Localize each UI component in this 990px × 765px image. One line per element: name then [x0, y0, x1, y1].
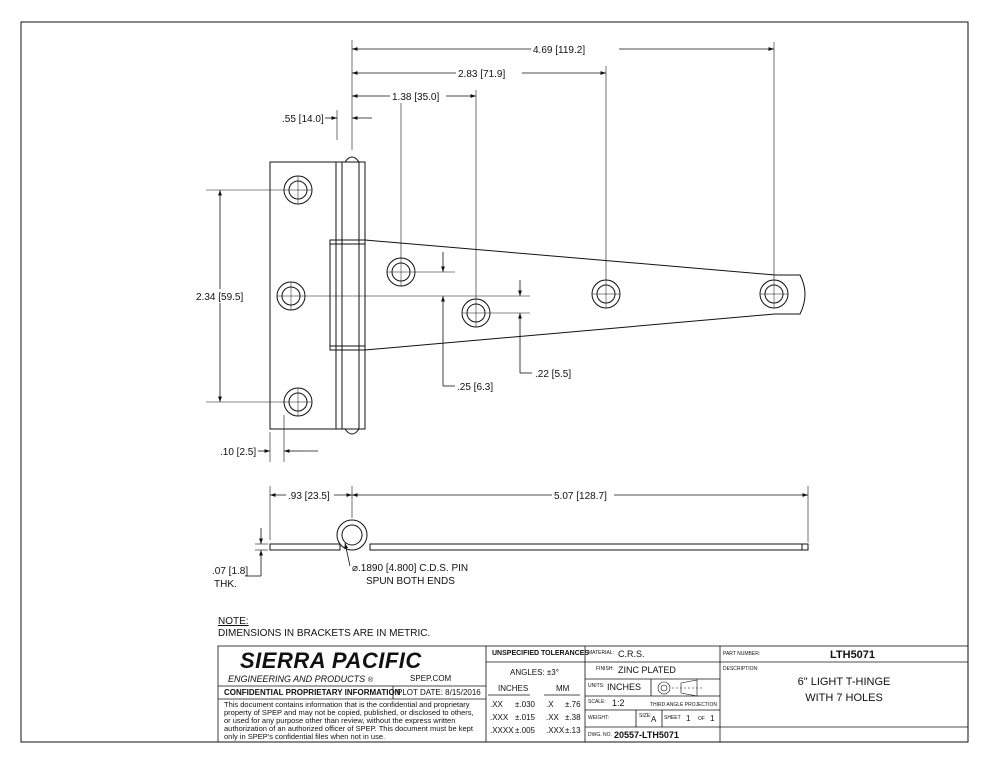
dim-hole2-text: 1.38 [35.0]: [392, 92, 440, 103]
dwg-no-value: 20557-LTH5071: [614, 730, 679, 740]
sheet-label: SHEET: [664, 715, 681, 721]
tolerances-title: UNSPECIFIED TOLERANCES: [492, 650, 590, 657]
size-value: A: [651, 715, 657, 724]
dim-overall-width-text: 4.69 [119.2]: [533, 45, 585, 56]
part-number-value: LTH5071: [830, 649, 876, 661]
description-line2: WITH 7 HOLES: [805, 692, 883, 704]
units-value: INCHES: [607, 682, 642, 692]
leaf-hole-bottom: [283, 387, 313, 417]
material-label: MATERIAL:: [588, 650, 615, 656]
side-leaf-plate: [269, 543, 341, 551]
strap-hole-2: [461, 298, 491, 328]
dim-thickness-label: THK.: [214, 579, 237, 590]
hinge-side-view: [269, 519, 809, 551]
sheet-value: 1: [686, 714, 691, 723]
company-subtitle: ENGINEERING AND PRODUCTS ®: [228, 674, 373, 684]
dim-leaf-spacing-text: 2.34 [59.5]: [196, 292, 244, 303]
dim-stagger-text: .25 [6.3]: [457, 382, 493, 393]
size-label: SIZE:: [639, 713, 652, 719]
of-value: 1: [710, 714, 715, 723]
side-strap-plate: [369, 543, 809, 551]
finish-value: ZINC PLATED: [618, 665, 676, 675]
strap-hole-1: [386, 257, 416, 287]
company-website: SPEP.COM: [410, 674, 452, 683]
hinge-knuckle: [335, 161, 366, 430]
dim-drop-text: .22 [5.5]: [535, 369, 571, 380]
dim-pin-text: ⌀.1890 [4.800] C.D.S. PIN: [352, 563, 468, 574]
dim-hole4-text: 2.83 [71.9]: [458, 69, 506, 80]
scale-label: SCALE:: [588, 699, 606, 705]
note-text: DIMENSIONS IN BRACKETS ARE IN METRIC.: [218, 628, 431, 639]
description-line1: 6" LIGHT T-HINGE: [797, 676, 891, 688]
extension-lines: [206, 40, 775, 462]
leaf-hole-top: [283, 175, 313, 205]
side-knuckle: [336, 519, 368, 551]
confidential-label: CONFIDENTIAL PROPRIETARY INFORMATION: [224, 688, 401, 697]
dimension-labels: 4.69 [119.2] 2.83 [71.9] 1.38 [35.0] .55…: [194, 42, 619, 458]
plot-date: PLOT DATE: 8/15/2016: [397, 688, 481, 697]
weight-label: WEIGHT:: [588, 715, 609, 721]
strap-hole-4: [759, 279, 789, 309]
dim-thickness-text: .07 [1.8]: [212, 566, 248, 577]
tolerance-mm-codes: .X .XX .XXX: [546, 700, 565, 735]
finish-label: FINISH:: [596, 666, 614, 672]
note-heading: NOTE:: [218, 616, 249, 627]
dim-edge-margin-text: .10 [2.5]: [220, 447, 256, 458]
tolerance-angles: ANGLES: ±3°: [510, 668, 559, 677]
part-number-label: PART NUMBER:: [723, 651, 761, 657]
tolerance-inch-values: ±.030 ±.015 ±.005: [515, 700, 535, 735]
of-label: OF: [698, 716, 705, 722]
dimension-lines: [218, 47, 774, 453]
dim-knuckle-text: .55 [14.0]: [282, 114, 324, 125]
dim-strap-length-text: 5.07 [128.7]: [554, 491, 607, 502]
scale-value: 1:2: [612, 698, 625, 708]
leaf-hole-middle: [276, 281, 306, 311]
projection-label: THIRD ANGLE PROJECTION: [650, 702, 717, 708]
side-dimension-lines: [245, 493, 808, 577]
third-angle-projection-icon: [657, 679, 702, 697]
confidential-text: This document contains information that …: [224, 700, 474, 742]
units-label: UNITS:: [588, 683, 605, 689]
title-block-grid: [217, 645, 969, 743]
side-dimension-labels: .93 [23.5] 5.07 [128.7] .07 [1.8] THK. ⌀…: [212, 488, 614, 590]
dwg-no-label: DWG. NO.: [588, 732, 612, 738]
tolerance-inch-codes: .XX .XXX .XXXX: [490, 700, 514, 735]
description-label: DESCRIPTION:: [723, 666, 759, 672]
strap-hole-3: [591, 279, 621, 309]
hinge-top-view: [269, 156, 806, 435]
sheet-border: [20, 21, 969, 743]
dim-pin-note: SPUN BOTH ENDS: [366, 576, 455, 587]
tolerance-mm-values: ±.76 ±.38 ±.13: [565, 700, 581, 735]
dim-leaf-width-text: .93 [23.5]: [288, 491, 330, 502]
hinge-strap: [364, 239, 806, 351]
tolerance-mm-header: MM: [556, 684, 570, 693]
company-logo-text: SIERRA PACIFIC: [240, 648, 422, 673]
tolerance-inches-header: INCHES: [498, 684, 529, 693]
material-value: C.R.S.: [618, 649, 645, 659]
